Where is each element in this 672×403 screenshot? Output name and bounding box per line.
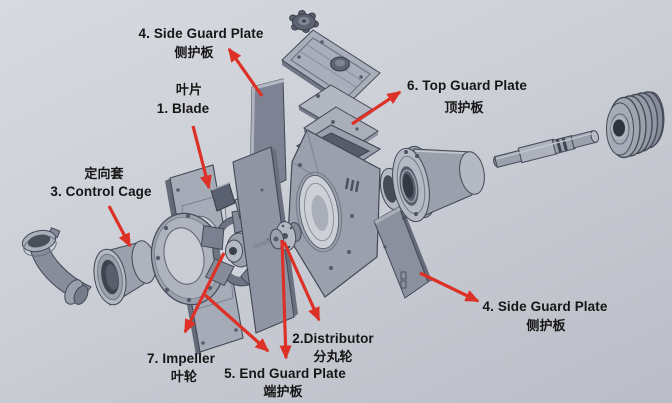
arrow-end-guard-diagonal xyxy=(203,293,270,353)
star-knob xyxy=(289,10,319,33)
label-impeller-en: 7. Impeller xyxy=(147,351,215,366)
label-distributor-zh: 分丸轮 xyxy=(313,349,353,364)
label-side-guard-plate-right-zh: 侧护板 xyxy=(526,318,566,333)
arrow-blade xyxy=(191,125,212,190)
label-side-guard-plate-top-zh: 侧护板 xyxy=(174,45,214,60)
label-end-guard-plate-zh: 端护板 xyxy=(263,384,303,399)
housing-part xyxy=(287,129,405,298)
label-top-guard-plate-zh: 顶护板 xyxy=(444,100,484,115)
label-control-cage-zh: 定向套 xyxy=(84,166,124,181)
grooved-coupling-part xyxy=(606,91,665,159)
label-end-guard-plate-en: 5. End Guard Plate xyxy=(224,366,346,381)
arrow-distributor xyxy=(282,241,321,322)
arrow-control-cage xyxy=(107,205,132,248)
feed-spout-part xyxy=(21,227,92,305)
drive-shaft-part xyxy=(493,130,600,168)
label-control-cage-en: 3. Control Cage xyxy=(50,184,152,199)
side-guard-plate-right-part xyxy=(373,206,432,299)
arrow-end-guard-vertical xyxy=(279,239,292,360)
label-top-guard-plate-en: 6. Top Guard Plate xyxy=(406,78,528,93)
label-blade-zh: 叶片 xyxy=(175,82,203,97)
bearing-housing-part xyxy=(392,145,485,223)
arrow-side-guard-right xyxy=(419,271,480,303)
arrow-top-guard xyxy=(351,90,402,126)
label-side-guard-plate-top-en: 4. Side Guard Plate xyxy=(138,26,264,41)
arrow-side-guard-top xyxy=(227,47,264,97)
label-distributor-en: 2.Distributor xyxy=(292,331,374,346)
label-side-guard-plate-right-en: 4. Side Guard Plate xyxy=(482,299,608,314)
label-impeller-zh: 叶轮 xyxy=(170,369,198,384)
arrow-impeller xyxy=(183,252,226,334)
label-blade-en: 1. Blade xyxy=(156,101,210,116)
control-cage-part xyxy=(93,240,157,306)
